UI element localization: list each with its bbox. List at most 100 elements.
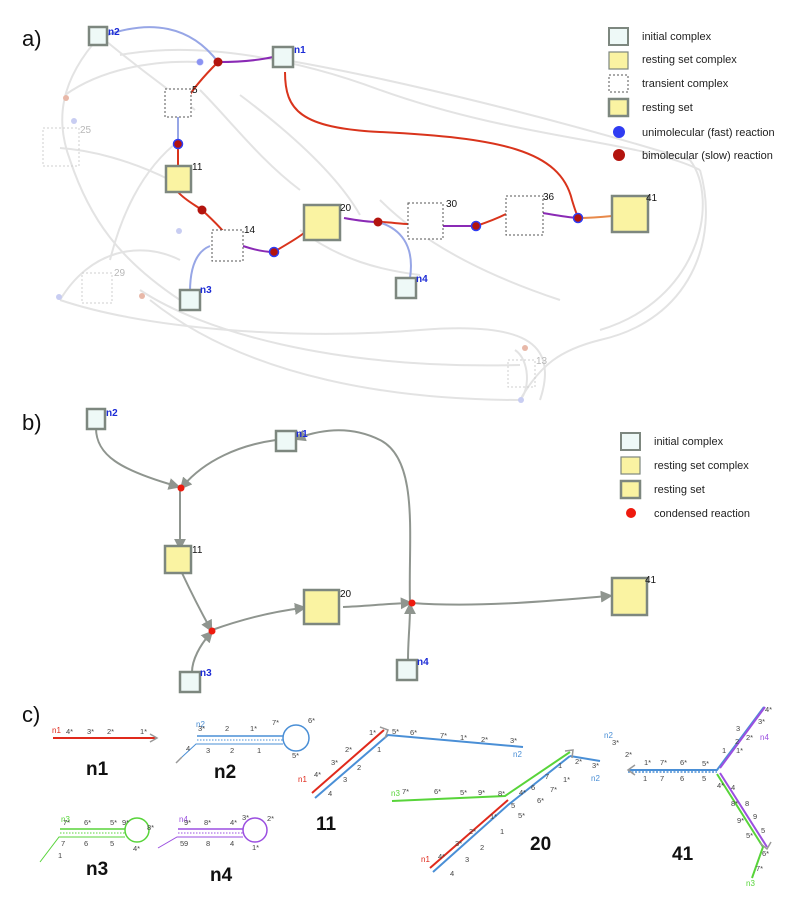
structure-n4: n4 9* 8* 4* 3* 5 9 8 4 2* 1* n4 [157,813,274,886]
structure-20: n3 n1 n2 4* 3* 2* 1* 4 3 2 1 7* 6* 5* 9*… [391,749,600,878]
condensed-reaction-dot [208,627,216,635]
strand-label: n1 [298,775,307,784]
panel-b: b) n2 n1 11 20 41 [22,407,750,694]
pathways [106,26,613,293]
structure-11-label: 11 [316,814,337,835]
complexes-a: n2 n1 5 11 14 20 30 36 41 n3 n4 [87,25,658,312]
complex-11 [164,164,193,194]
domain-label: 7 [545,772,549,781]
domain-label: 5* [292,751,299,760]
domain-label: 3* [758,717,765,726]
complex-13 [507,359,536,388]
domain-label: 1* [252,843,259,852]
domain-label: 1* [736,746,743,755]
domain-label: 2* [625,750,632,759]
domain-label: 1* [490,812,497,821]
domain-label: 2* [746,733,753,742]
domain-label: 1 [257,746,261,755]
domain-label: 5* [392,727,399,736]
condensed-reaction-dots [177,484,416,635]
legend-resting-complex-swatch [620,456,641,475]
domain-label: 1* [140,727,147,736]
domain-label: 9* [478,788,485,797]
panel-b-label: b) [22,410,42,435]
unimolecular-reaction-dot [196,58,204,66]
domain-label: 8 [745,799,749,808]
domain-label: 9 [184,839,188,848]
domain-label: 8* [498,789,505,798]
domain-label: 5* [110,818,117,827]
domain-label: 4* [438,852,445,861]
complex-n4-label: n4 [417,657,429,668]
domain-label: 4* [765,705,772,714]
domain-label: 3 [343,775,347,784]
complex-n2-label: n2 [108,27,120,38]
bimolecular-reaction-dot [470,220,482,232]
legend-initial-label: initial complex [642,31,712,43]
legend-unimolecular-label: unimolecular (fast) reaction [642,127,775,139]
domain-label: 9* [184,818,191,827]
domain-label: 4 [186,744,190,753]
domain-label: 3 [206,746,210,755]
domain-label: 4* [133,844,140,853]
domain-label: 4 [731,783,735,792]
domain-label: 7* [402,787,409,796]
domain-label: 8 [206,839,210,848]
domain-label: 1* [369,728,376,737]
complex-14-label: 14 [244,225,256,236]
legend-resting-complex-label: resting set complex [654,460,749,472]
complex-n1 [274,429,298,453]
domain-label: 3* [331,758,338,767]
domain-label: 5 [110,839,114,848]
domain-label: 1 [722,746,726,755]
strand-label: n1 [421,855,430,864]
complex-n2-label: n2 [106,408,118,419]
domain-label: 5 [180,839,184,848]
legend-initial-swatch [620,432,641,451]
complex-41 [610,576,649,617]
domain-label: 2 [357,763,361,772]
complex-20-label: 20 [340,589,352,600]
legend-b: initial complex resting set complex rest… [619,432,750,520]
structure-n2: n2 3* 2 1* 7* 4 3 2 1 6* 5* n2 [175,716,315,783]
domain-label: 3* [87,727,94,736]
domain-label: 2 [480,843,484,852]
complex-29-label: 29 [114,268,126,279]
legend-resting-complex-swatch [608,51,629,70]
condensed-reaction-dot [408,599,416,607]
domain-label: 7* [660,758,667,767]
structure-n2-label: n2 [214,762,236,783]
domain-label: 5* [518,811,525,820]
bimolecular-reaction-dot [172,138,184,150]
domain-label: 7* [272,718,279,727]
complex-11-label: 11 [192,162,203,173]
domain-label: 4* [230,818,237,827]
legend-initial-swatch [608,27,629,46]
structure-11: n1 n2 4* 3* 2* 1* 4 3 2 1 5* 6* 7* 1* 2*… [298,726,524,835]
complex-25-label: 25 [80,125,92,136]
condensed-arrows [95,427,613,673]
domain-label: 3* [198,724,205,733]
domain-label: 2* [267,814,274,823]
legend-resting-complex-label: resting set complex [642,54,737,66]
complex-20 [302,588,341,626]
domain-label: 1 [58,851,62,860]
complex-36-label: 36 [543,192,555,203]
domain-label: 9 [753,812,757,821]
strand-label: n2 [513,750,522,759]
structure-n3: n3 7* 6* 5* 9* 7 6 5 1 8* 4* n3 [39,815,154,880]
domain-label: 5* [702,759,709,768]
domain-label: 6* [434,787,441,796]
complex-n4 [394,276,418,300]
domain-label: 7* [63,818,70,827]
reaction-dots [172,57,584,258]
legend-a: initial complex resting set complex tran… [607,27,775,162]
legend-initial-label: initial complex [654,436,724,448]
legend-resting-set-label: resting set [654,484,705,496]
condensed-reaction-dot [177,484,185,492]
domain-label: 2 [225,724,229,733]
structure-41-label: 41 [672,844,694,865]
complex-41-label: 41 [646,193,658,204]
strand-label: n4 [760,733,769,742]
